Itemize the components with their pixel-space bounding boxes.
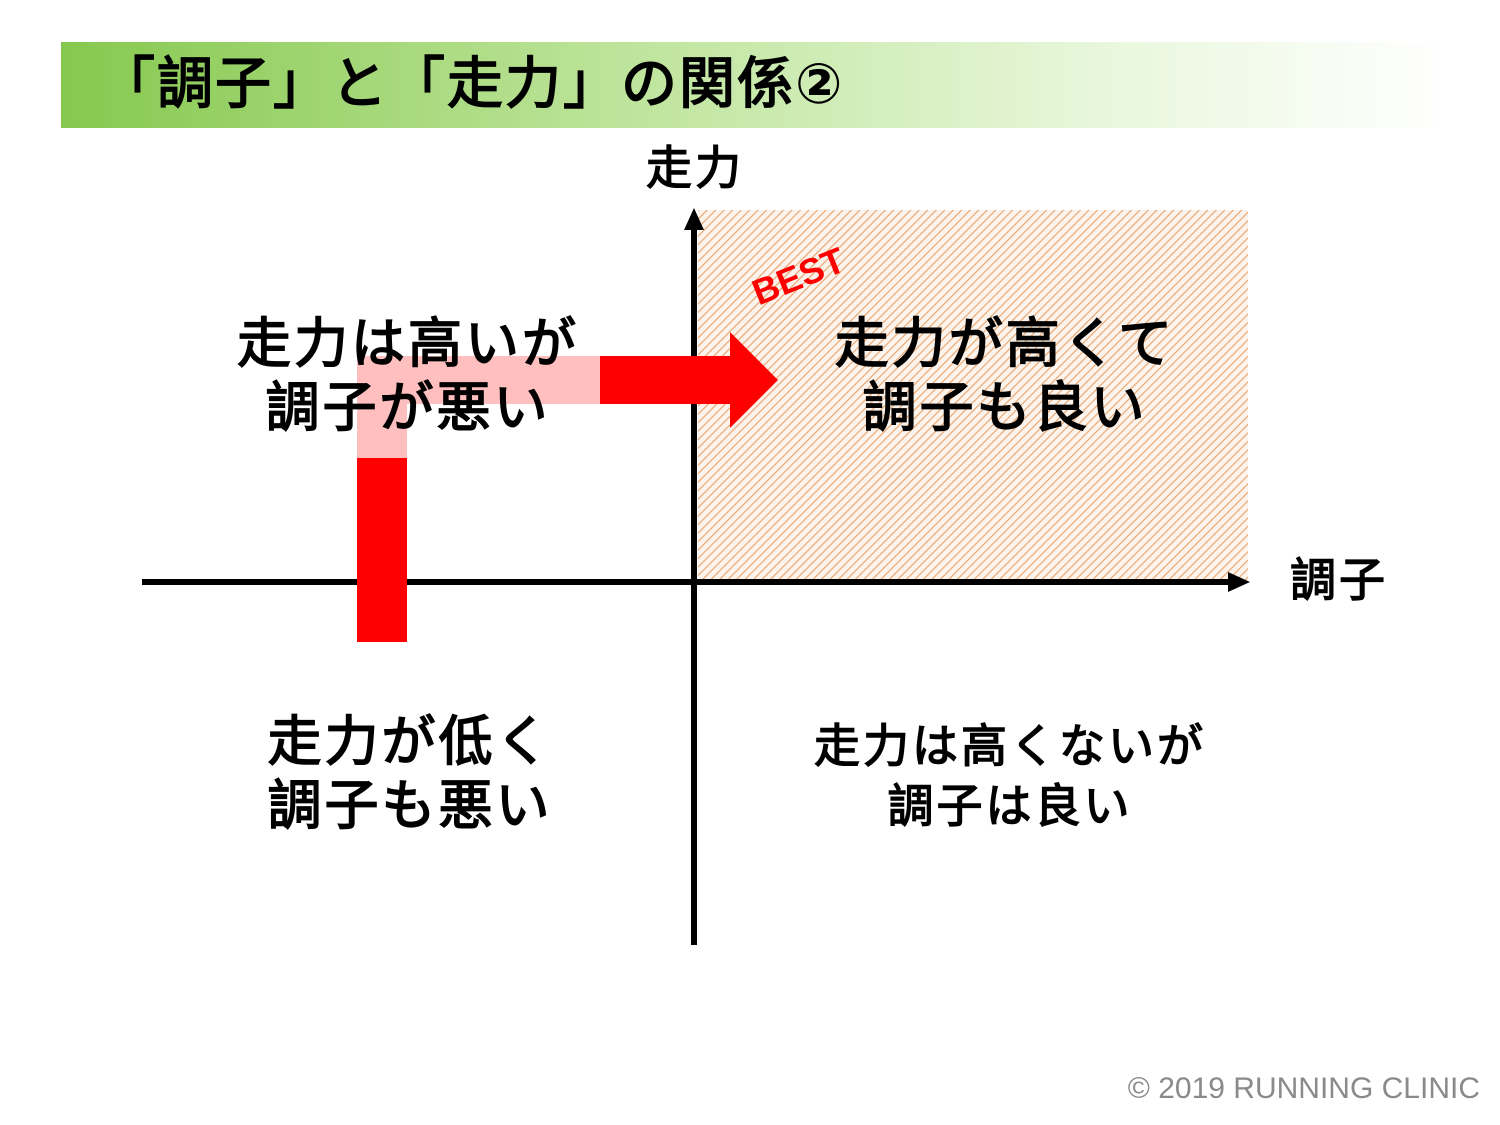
- quadrant-bottom-left-label: 走力が低く 調子も悪い: [225, 710, 595, 838]
- quadrant-top-right-label: 走力が高くて 調子も良い: [815, 312, 1195, 440]
- slide-title: 「調子」と「走力」の関係②: [99, 52, 845, 117]
- y-axis-label: 走力: [646, 141, 744, 195]
- copyright-notice: © 2019 RUNNING CLINIC: [1127, 1072, 1480, 1105]
- x-axis-label: 調子: [1290, 553, 1388, 607]
- y-axis-arrowhead: [684, 208, 704, 230]
- quadrant-top-right-line1: 走力が高くて: [834, 312, 1176, 375]
- quadrant-top-left-label: 走力は高いが 調子が悪い: [228, 312, 588, 440]
- best-quadrant-hatch: [698, 210, 1248, 582]
- arrow-vertical-solid: [357, 458, 407, 642]
- quadrant-bottom-right-label: 走力は高くないが 調子は良い: [800, 716, 1220, 836]
- x-axis-arrowhead: [1228, 572, 1250, 592]
- quadrant-top-left-line1: 走力は高いが: [237, 312, 579, 375]
- arrow-head: [730, 332, 778, 428]
- arrow-horizontal-solid: [600, 356, 730, 404]
- quadrant-top-right-line2: 調子も良い: [862, 376, 1148, 439]
- quadrant-bottom-left-line1: 走力が低く: [267, 710, 553, 773]
- arrow-horizontal-faded: [407, 356, 600, 404]
- quadrant-bottom-right-line1: 走力は高くないが: [814, 719, 1206, 773]
- quadrant-bottom-left-line2: 調子も悪い: [267, 774, 553, 837]
- quadrant-bottom-right-line2: 調子は良い: [887, 779, 1133, 833]
- quadrant-top-left-line2: 調子が悪い: [265, 376, 551, 439]
- arrow-vertical-faded: [357, 356, 407, 458]
- title-bar: 「調子」と「走力」の関係②: [61, 42, 1450, 128]
